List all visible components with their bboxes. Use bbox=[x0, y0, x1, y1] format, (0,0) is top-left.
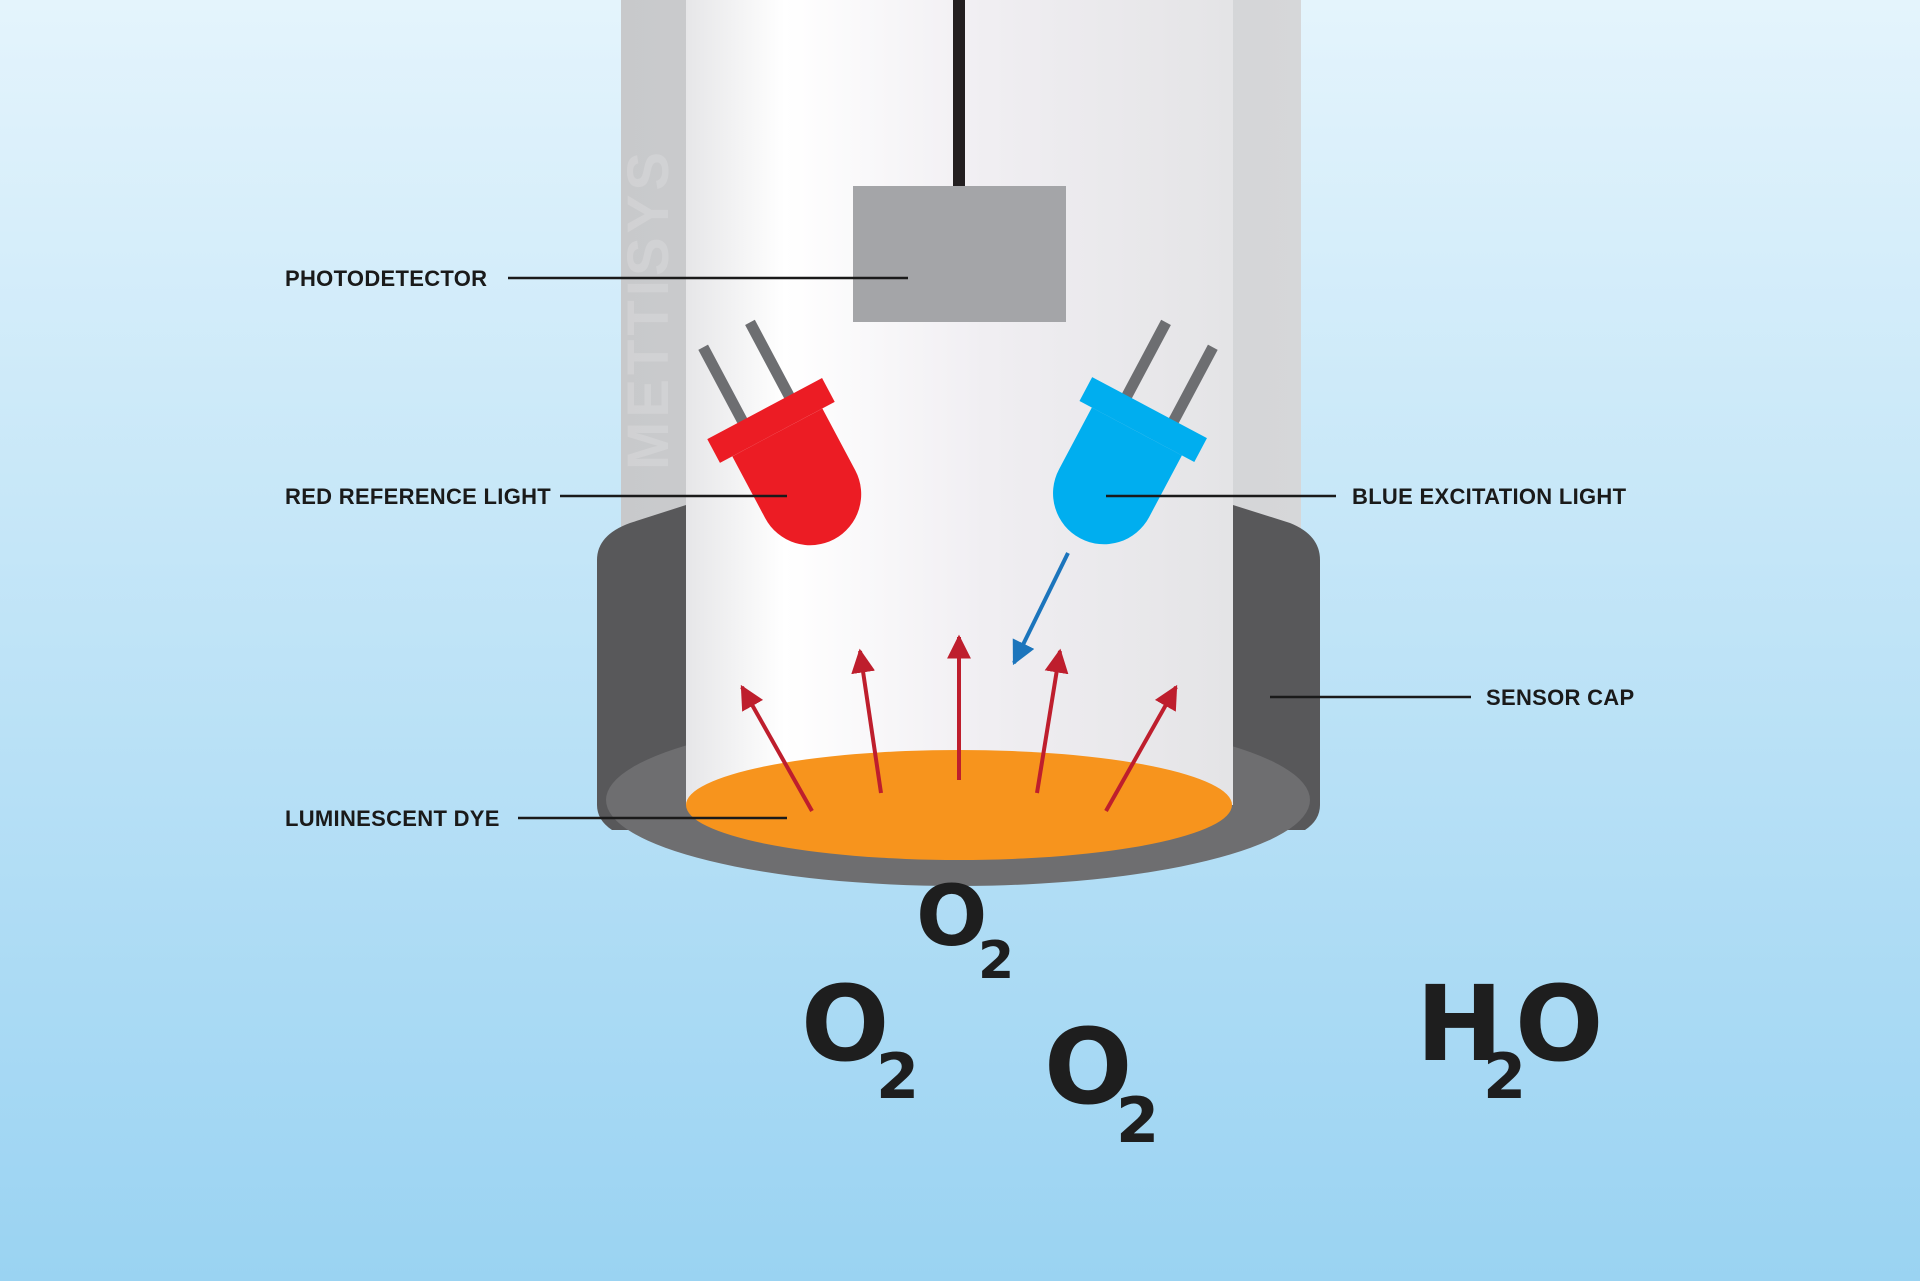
molecule-h2o-subscript: 2 bbox=[1483, 1040, 1526, 1113]
molecule-o2-middle: O 2 bbox=[1044, 1006, 1159, 1157]
red-led-lead bbox=[745, 319, 798, 405]
label-blue-excitation-light: BLUE EXCITATION LIGHT bbox=[1352, 484, 1627, 509]
molecule-o2-top: O 2 bbox=[916, 867, 1014, 991]
red-led-dome bbox=[732, 408, 862, 546]
blue-led-lead bbox=[1165, 344, 1218, 430]
photodetector bbox=[853, 186, 1066, 322]
label-red-reference-light: RED REFERENCE LIGHT bbox=[285, 484, 551, 509]
blue-led bbox=[1053, 319, 1218, 545]
watermark-logo: METTISYS bbox=[616, 148, 681, 470]
luminescent-dye bbox=[686, 750, 1232, 860]
excitation-arrow bbox=[1012, 552, 1070, 666]
label-photodetector: PHOTODETECTOR bbox=[285, 266, 487, 291]
blue-led-lead bbox=[1118, 319, 1171, 405]
label-luminescent-dye: LUMINESCENT DYE bbox=[285, 806, 500, 831]
molecule-o2-middle-base: O bbox=[1044, 1006, 1132, 1128]
molecule-o2-top-base: O bbox=[916, 867, 987, 965]
blue-led-flange bbox=[1079, 377, 1207, 462]
molecule-h2o: H 2 O bbox=[1416, 963, 1603, 1113]
label-sensor-cap: SENSOR CAP bbox=[1486, 685, 1634, 710]
molecule-h2o-tail: O bbox=[1515, 963, 1603, 1085]
emission-arrow bbox=[851, 648, 883, 794]
red-led bbox=[698, 319, 862, 546]
molecule-o2-middle-subscript: 2 bbox=[1116, 1084, 1159, 1157]
molecule-o2-top-subscript: 2 bbox=[978, 931, 1014, 991]
molecule-o2-left: O 2 bbox=[801, 963, 919, 1113]
photodetector-wire bbox=[953, 0, 965, 188]
molecule-h2o-base: H bbox=[1416, 963, 1503, 1085]
emission-arrow bbox=[1035, 648, 1069, 794]
probe-body bbox=[686, 0, 1233, 805]
emission-arrow bbox=[740, 684, 814, 812]
red-led-flange bbox=[707, 378, 835, 463]
molecule-o2-left-base: O bbox=[801, 963, 889, 1085]
emission-arrow bbox=[1104, 684, 1178, 812]
blue-led-dome bbox=[1053, 407, 1182, 545]
red-led-lead bbox=[698, 344, 751, 430]
molecule-o2-left-subscript: 2 bbox=[876, 1040, 919, 1113]
